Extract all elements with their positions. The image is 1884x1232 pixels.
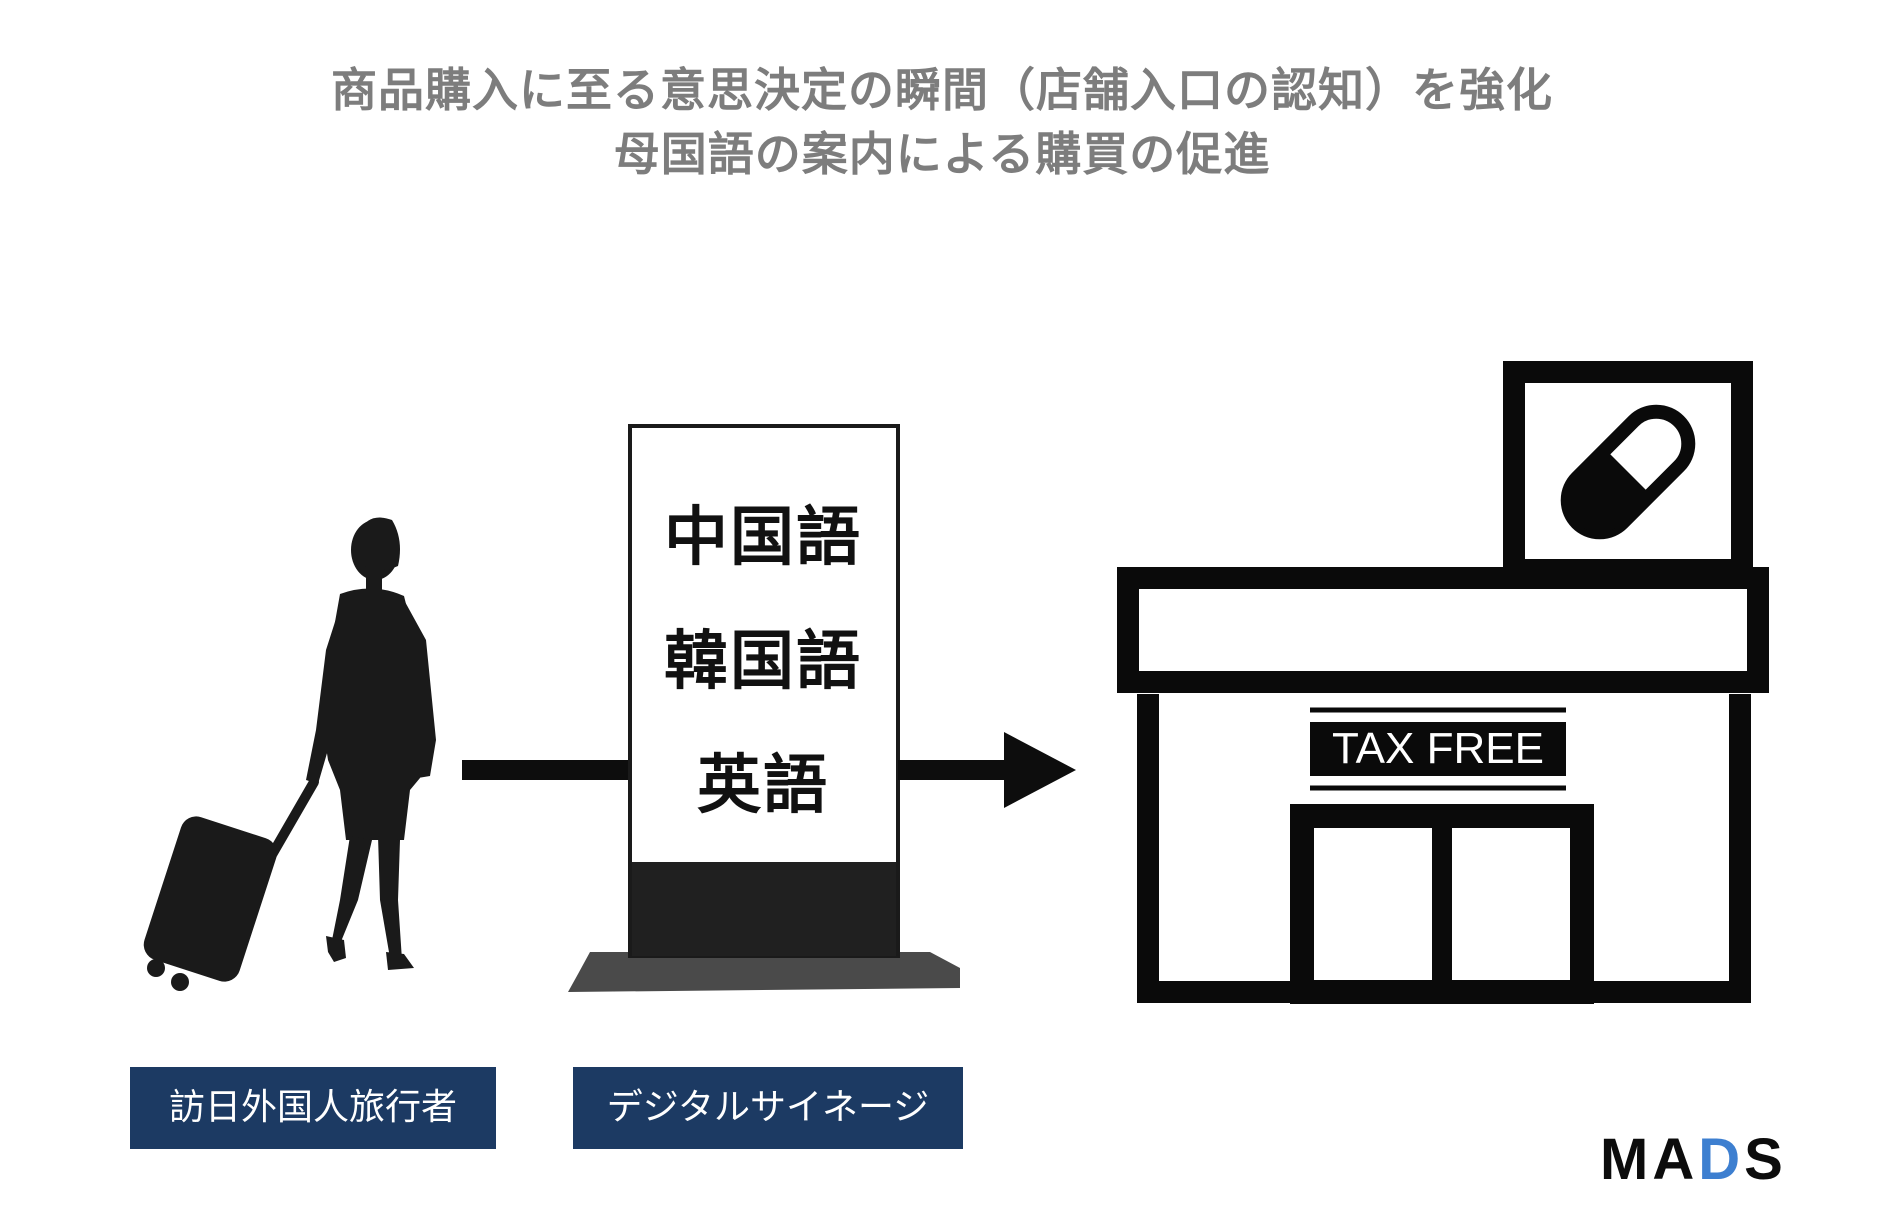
arrow-head-icon	[1004, 732, 1076, 808]
digital-signage-icon	[568, 424, 960, 992]
headline-line-1: 商品購入に至る意思決定の瞬間（店舗入口の認知）を強化	[331, 63, 1553, 117]
signage-language-1: 中国語	[664, 501, 862, 575]
headline-line-2: 母国語の案内による購買の促進	[613, 127, 1271, 181]
signage-label: デジタルサイネージ	[573, 1067, 963, 1149]
signage-language-3: 英語	[697, 749, 829, 823]
headline: 商品購入に至る意思決定の瞬間（店舗入口の認知）を強化 母国語の案内による購買の促…	[0, 58, 1884, 186]
logo-accent: D	[1698, 1127, 1745, 1192]
logo-prefix: MA	[1600, 1127, 1699, 1192]
traveler-silhouette-icon	[306, 517, 436, 970]
pill-capsule-icon	[1560, 404, 1696, 540]
tax-free-sign: TAX FREE	[1310, 722, 1566, 776]
mads-logo: MADS	[1600, 1130, 1850, 1190]
traveler-label: 訪日外国人旅行者	[130, 1067, 496, 1149]
signage-language-2: 韓国語	[664, 625, 862, 699]
store-building-icon	[1117, 361, 1769, 1004]
logo-suffix: S	[1744, 1127, 1787, 1192]
suitcase-icon	[143, 777, 319, 991]
